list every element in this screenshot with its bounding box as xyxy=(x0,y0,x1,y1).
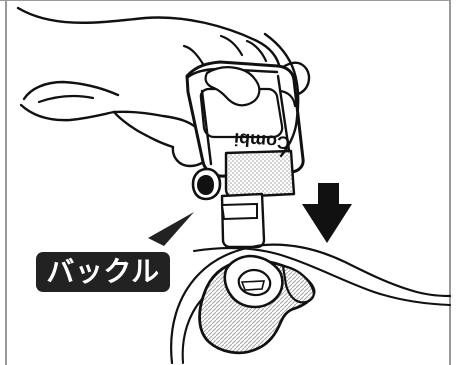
buckle-patterned-panel xyxy=(226,151,294,197)
buckle-tongue xyxy=(222,194,264,247)
upper-finger-1 xyxy=(184,46,203,64)
buckle-lower-edge xyxy=(222,204,257,219)
receiver-inner-slot xyxy=(242,281,264,290)
upper-finger-2 xyxy=(221,36,242,55)
buckle-callout-label: バックル xyxy=(36,252,170,292)
left-strap-inner xyxy=(39,96,93,102)
callout-pointer xyxy=(148,212,194,246)
buckle-side-roller-shadow xyxy=(197,175,214,195)
left-strap-bottom xyxy=(21,105,114,120)
down-arrow-icon xyxy=(302,183,352,243)
